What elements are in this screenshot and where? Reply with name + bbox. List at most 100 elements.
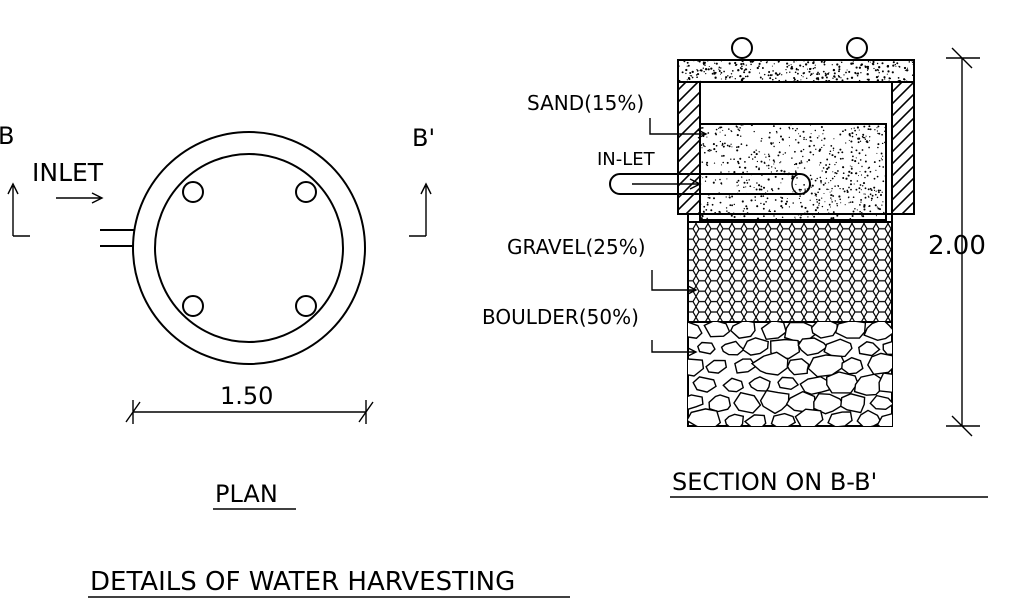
inlet-pipe xyxy=(100,229,134,247)
texture-dot xyxy=(767,153,770,156)
inlet-section-label: IN-LET xyxy=(597,149,656,170)
texture-dot xyxy=(897,77,900,79)
texture-dot xyxy=(696,60,699,62)
texture-dot xyxy=(737,126,739,128)
drawing-title: DETAILS OF WATER HARVESTING xyxy=(90,567,515,597)
texture-dot xyxy=(816,137,819,139)
texture-dot xyxy=(869,136,871,138)
texture-dot xyxy=(719,178,721,181)
texture-dot xyxy=(767,164,770,167)
texture-dot xyxy=(814,194,816,196)
texture-dot xyxy=(739,74,742,78)
boulder-stone xyxy=(770,412,797,426)
texture-dot xyxy=(873,186,876,189)
texture-dot xyxy=(729,76,732,78)
boulder-leader xyxy=(651,340,698,357)
texture-dot xyxy=(824,72,827,75)
texture-dot xyxy=(816,206,819,209)
texture-dot xyxy=(700,161,702,163)
texture-dot xyxy=(795,162,798,166)
texture-dot xyxy=(874,204,877,207)
texture-dot xyxy=(883,211,885,214)
texture-dot xyxy=(845,177,848,180)
texture-dot xyxy=(910,60,914,62)
texture-dot xyxy=(728,196,731,199)
texture-dot xyxy=(839,60,842,62)
texture-dot xyxy=(730,143,732,145)
texture-dot xyxy=(772,70,774,72)
texture-dot xyxy=(852,196,855,199)
texture-dot xyxy=(831,154,834,157)
texture-dot xyxy=(775,130,778,133)
boulder-stone xyxy=(688,408,722,426)
texture-dot xyxy=(876,152,878,154)
texture-dot xyxy=(686,65,688,67)
texture-dot xyxy=(872,60,875,64)
texture-dot xyxy=(822,183,825,186)
texture-dot xyxy=(817,191,819,194)
texture-dot xyxy=(741,77,744,80)
texture-dot xyxy=(842,157,844,160)
texture-dot xyxy=(810,73,813,76)
texture-dot xyxy=(812,60,815,62)
texture-dot xyxy=(780,196,782,198)
texture-dot xyxy=(736,185,738,187)
texture-dot xyxy=(846,189,849,192)
texture-dot xyxy=(727,75,729,77)
boulder-stone xyxy=(760,322,788,341)
texture-dot xyxy=(817,71,819,74)
texture-dot xyxy=(720,171,722,173)
texture-dot xyxy=(758,188,761,191)
texture-dot xyxy=(847,197,849,199)
texture-dot xyxy=(845,71,847,74)
texture-dot xyxy=(701,215,704,218)
texture-dot xyxy=(862,134,864,136)
texture-dot xyxy=(721,155,723,157)
texture-dot xyxy=(860,189,862,191)
texture-dot xyxy=(705,209,708,211)
texture-dot xyxy=(881,191,883,193)
texture-dot xyxy=(825,177,828,180)
texture-dot xyxy=(828,212,830,214)
texture-dot xyxy=(821,146,823,149)
texture-dot xyxy=(771,78,774,81)
texture-dot xyxy=(861,149,864,151)
texture-dot xyxy=(881,204,883,206)
texture-dot xyxy=(898,65,900,68)
texture-dot xyxy=(769,74,772,77)
texture-dot xyxy=(722,145,725,148)
diameter-dimension-line xyxy=(125,400,374,424)
texture-dot xyxy=(839,198,841,201)
texture-dot xyxy=(837,184,839,187)
texture-dot xyxy=(755,153,758,156)
texture-dot xyxy=(719,126,722,129)
texture-dot xyxy=(746,75,749,78)
texture-dot xyxy=(781,138,784,141)
texture-dot xyxy=(877,75,880,77)
texture-dot xyxy=(836,170,839,172)
texture-dot xyxy=(856,180,859,182)
texture-dot xyxy=(873,177,876,180)
texture-dot xyxy=(788,145,791,147)
texture-dot xyxy=(821,197,823,199)
inlet-pipe-inner xyxy=(791,173,801,195)
texture-dot xyxy=(860,60,863,62)
inlet-flow-arrow xyxy=(632,178,702,190)
texture-dot xyxy=(798,197,801,200)
texture-dot xyxy=(724,142,726,145)
texture-dot xyxy=(852,60,854,62)
boulder-stone xyxy=(856,409,882,426)
texture-dot xyxy=(691,76,694,79)
texture-dot xyxy=(706,161,709,164)
texture-dot xyxy=(843,190,846,193)
texture-dot xyxy=(802,130,805,133)
texture-dot xyxy=(827,80,831,82)
texture-dot xyxy=(812,203,815,206)
texture-dot xyxy=(760,60,762,62)
texture-dot xyxy=(736,149,739,152)
texture-dot xyxy=(745,179,748,182)
texture-dot xyxy=(705,73,707,75)
texture-dot xyxy=(823,63,826,66)
section-caption: SECTION ON B-B' xyxy=(672,468,877,496)
texture-dot xyxy=(800,188,802,191)
